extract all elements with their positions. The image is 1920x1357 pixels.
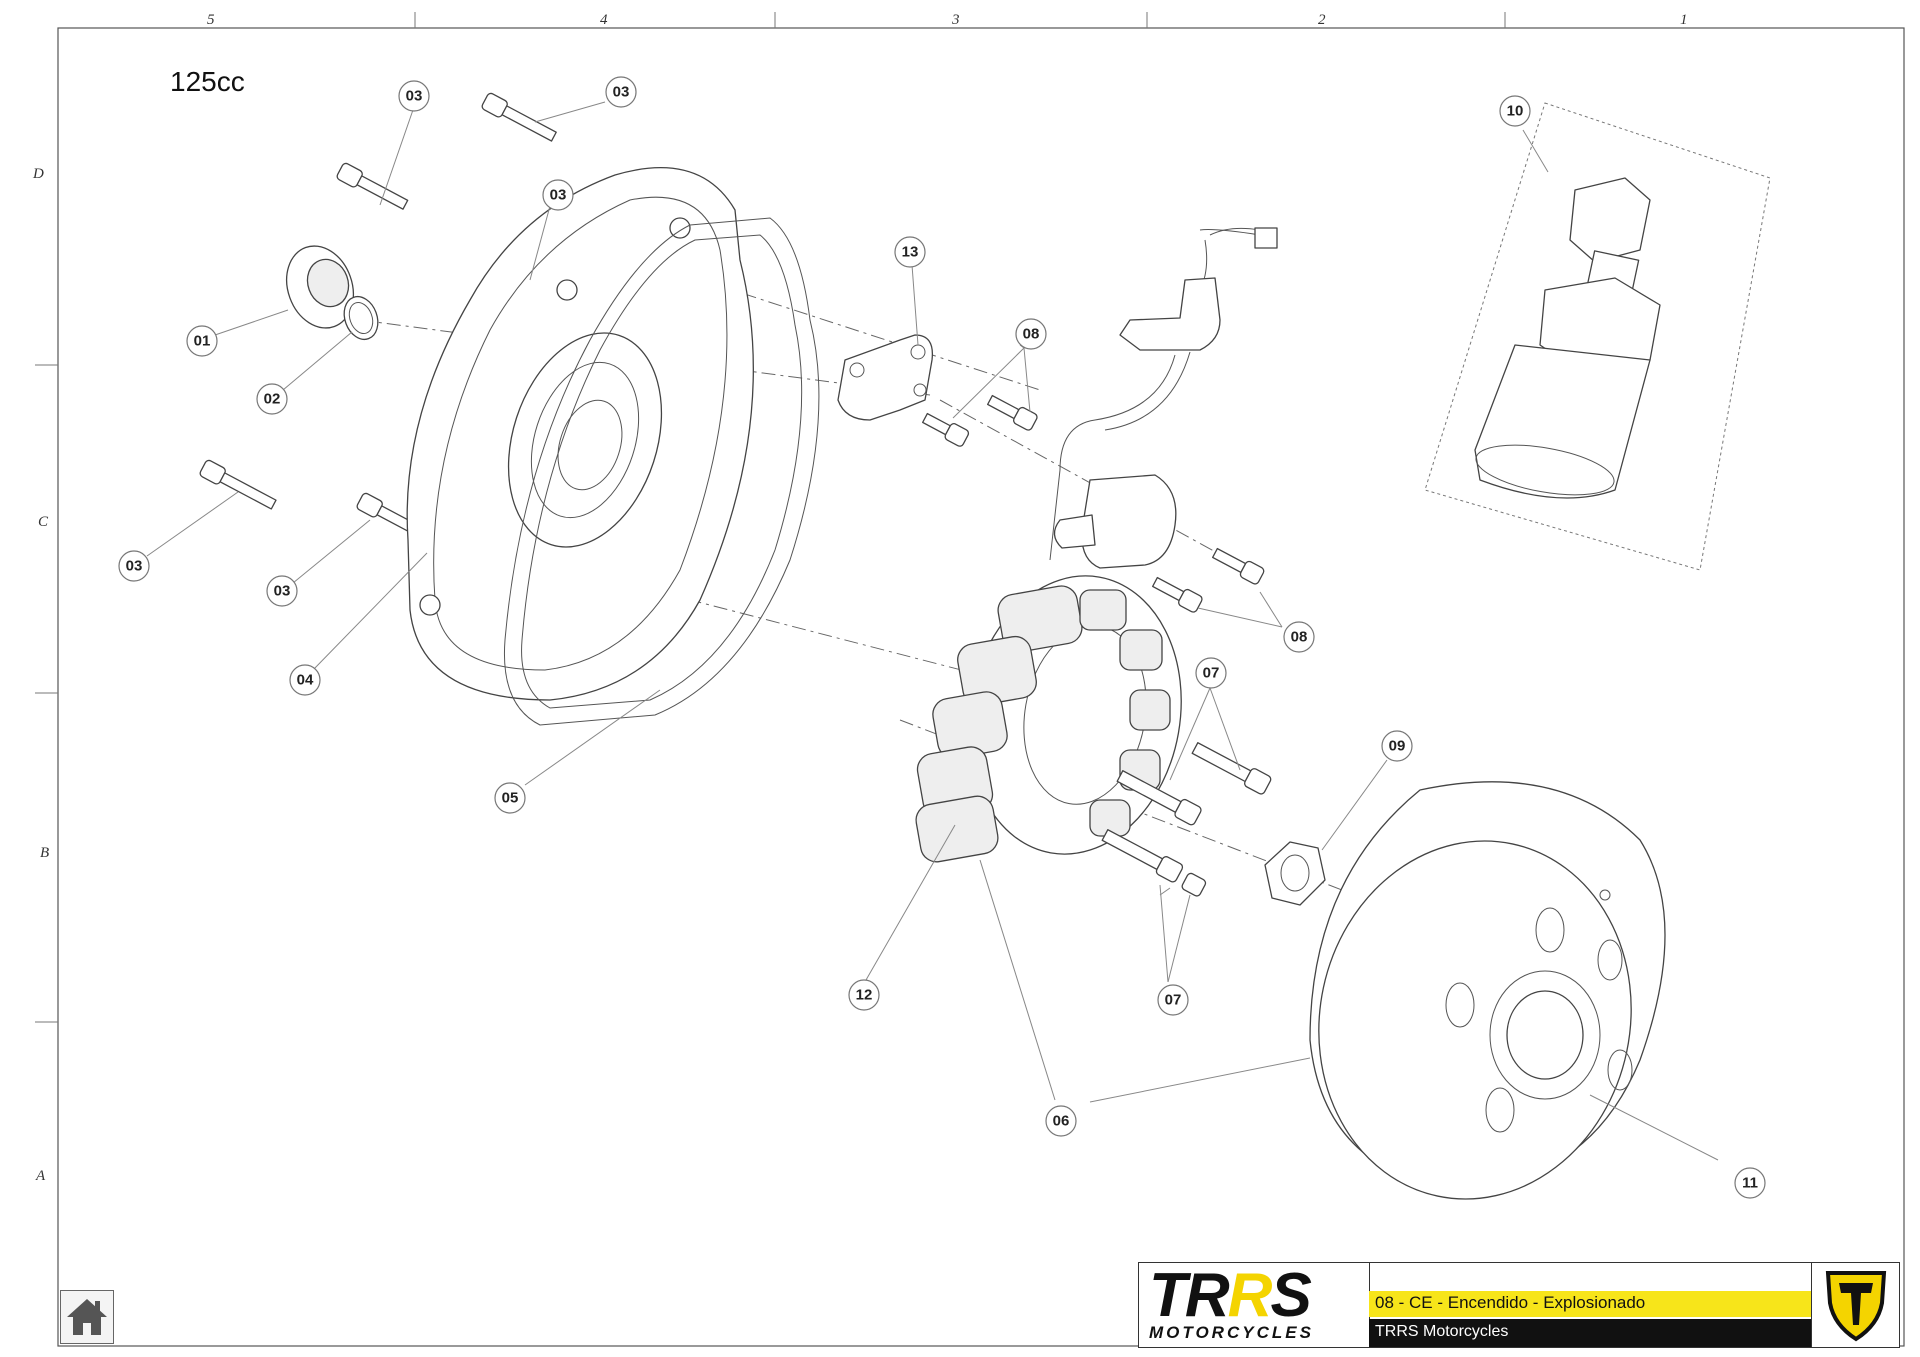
callout-12: 12 bbox=[848, 979, 880, 1011]
callout-08-a: 08 bbox=[1015, 318, 1047, 350]
svg-text:10: 10 bbox=[1507, 103, 1524, 120]
svg-text:05: 05 bbox=[502, 790, 519, 807]
logo-subtitle: MOTORCYCLES bbox=[1149, 1323, 1314, 1342]
row-label-B: B bbox=[40, 845, 49, 861]
home-button[interactable] bbox=[60, 1290, 114, 1344]
trrs-logo: TRRS MOTORCYCLES bbox=[1139, 1263, 1370, 1347]
row-ticks bbox=[35, 364, 58, 1023]
drawing-title: 08 - CE - Encendido - Explosionado bbox=[1375, 1293, 1646, 1312]
callout-08-b: 08 bbox=[1283, 621, 1315, 653]
row-label-D: D bbox=[32, 166, 44, 182]
part-01-cap bbox=[286, 245, 354, 329]
company-bar bbox=[1369, 1319, 1811, 1347]
svg-text:06: 06 bbox=[1053, 1113, 1070, 1130]
callout-03-e: 03 bbox=[266, 575, 298, 607]
part-11-flywheel bbox=[1309, 781, 1666, 1200]
callout-04: 04 bbox=[289, 664, 321, 696]
part-07-bolts bbox=[1101, 742, 1272, 897]
callout-07-b: 07 bbox=[1157, 984, 1189, 1016]
part-08-screws bbox=[922, 394, 1265, 613]
part-09-nut bbox=[1264, 841, 1326, 906]
svg-text:03: 03 bbox=[550, 187, 567, 204]
callout-13: 13 bbox=[894, 236, 926, 268]
svg-text:09: 09 bbox=[1389, 738, 1406, 755]
callout-11: 11 bbox=[1734, 1167, 1766, 1199]
svg-text:08: 08 bbox=[1023, 326, 1040, 343]
callout-03-b: 03 bbox=[605, 76, 637, 108]
callout-07-a: 07 bbox=[1195, 657, 1227, 689]
part-02-o-ring bbox=[343, 295, 379, 341]
callout-01: 01 bbox=[186, 325, 218, 357]
svg-text:07: 07 bbox=[1165, 992, 1182, 1009]
title-block: TRRS MOTORCYCLES 08 - CE - Encendido - E… bbox=[1138, 1262, 1900, 1348]
row-label-A: A bbox=[35, 1168, 46, 1184]
part-05-gasket bbox=[503, 217, 820, 726]
title-bar bbox=[1369, 1291, 1811, 1317]
callout-02: 02 bbox=[256, 383, 288, 415]
svg-text:03: 03 bbox=[274, 583, 291, 600]
svg-text:03: 03 bbox=[613, 84, 630, 101]
column-label-4: 4 bbox=[600, 12, 608, 28]
svg-text:13: 13 bbox=[902, 244, 919, 261]
callout-03-d: 03 bbox=[118, 550, 150, 582]
drawing-border bbox=[57, 27, 1905, 1347]
logo-wordmark: TRRS bbox=[1149, 1261, 1312, 1330]
callout-06: 06 bbox=[1045, 1105, 1077, 1137]
callout-09: 09 bbox=[1381, 730, 1413, 762]
model-label: 125cc bbox=[170, 66, 245, 97]
column-label-2: 2 bbox=[1318, 12, 1326, 28]
svg-text:03: 03 bbox=[126, 558, 143, 575]
callout-10: 10 bbox=[1499, 95, 1531, 127]
svg-text:12: 12 bbox=[856, 987, 873, 1004]
trrs-emblem-icon bbox=[1825, 1271, 1887, 1342]
part-13-bracket bbox=[837, 334, 934, 421]
svg-text:07: 07 bbox=[1203, 665, 1220, 682]
callout-03-c: 03 bbox=[542, 179, 574, 211]
svg-text:02: 02 bbox=[264, 391, 281, 408]
emblem-cell bbox=[1811, 1263, 1900, 1347]
column-ticks bbox=[414, 12, 1506, 28]
company-name: TRRS Motorcycles bbox=[1375, 1323, 1509, 1340]
pickup-sensor bbox=[1049, 227, 1278, 569]
part-04-cover bbox=[406, 167, 754, 701]
svg-text:08: 08 bbox=[1291, 629, 1308, 646]
home-icon bbox=[67, 1299, 107, 1335]
svg-text:03: 03 bbox=[406, 88, 423, 105]
row-label-C: C bbox=[38, 514, 49, 530]
callout-05: 05 bbox=[494, 782, 526, 814]
column-label-5: 5 bbox=[207, 12, 215, 28]
column-label-1: 1 bbox=[1680, 12, 1688, 28]
column-label-3: 3 bbox=[951, 12, 960, 28]
part-10-puller-tool bbox=[1424, 102, 1771, 571]
svg-text:01: 01 bbox=[194, 333, 211, 350]
part-12-stator bbox=[915, 575, 1182, 863]
callout-03-a: 03 bbox=[398, 80, 430, 112]
leader-lines bbox=[146, 101, 1719, 1161]
svg-text:11: 11 bbox=[1742, 1175, 1758, 1192]
svg-text:04: 04 bbox=[297, 672, 314, 689]
